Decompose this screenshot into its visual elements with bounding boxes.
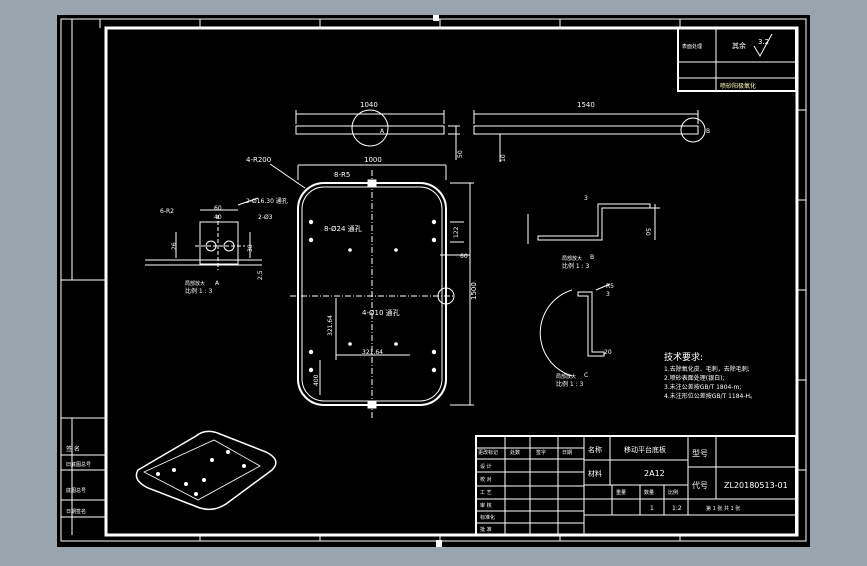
isometric-holes xyxy=(156,450,246,496)
corner-radius-leader xyxy=(269,163,306,189)
note-line-3: 3.未注公差按GB/T 1804-m; xyxy=(664,383,741,391)
detail-a-view xyxy=(145,197,262,270)
plate-dim-3216: 321.64 xyxy=(327,315,334,336)
tb-code-label: 代号 xyxy=(692,480,708,490)
roughness-value: 3.2 xyxy=(758,38,769,46)
detail-c-letter: C xyxy=(584,372,588,379)
tb-col-1: 数量 xyxy=(644,489,654,496)
side-strip-view xyxy=(473,110,706,162)
tb-name-value: 移动平台底板 xyxy=(624,445,666,454)
plate-width: 1000 xyxy=(364,156,382,164)
left-strip-label-2: 底图总号 xyxy=(66,487,86,494)
detail-a-label: 局部放大 xyxy=(185,280,205,287)
main-plate xyxy=(290,164,474,420)
tb-type-label: 型号 xyxy=(692,449,708,458)
plate-hole-spec2: 4-Ø10 通孔 xyxy=(362,308,400,317)
tb-material-label: 材料 xyxy=(588,469,602,478)
inner-border xyxy=(104,26,799,537)
surface-treatment-value: 喷砂阳极氧化 xyxy=(720,82,756,90)
detail-a-h25: 2.5 xyxy=(257,270,264,280)
top-scroll-marker[interactable] xyxy=(433,15,439,21)
detail-a-w40: 40 xyxy=(214,214,222,221)
plate-dim-122: 122 xyxy=(453,226,460,238)
detail-a-hole1: 2-Ø16.30 通孔 xyxy=(246,197,288,205)
plate-edge-radius: 8-R5 xyxy=(334,171,350,179)
left-strip-label-1: 旧底图总号 xyxy=(66,461,91,468)
detail-a-hole2: 2-Ø3 xyxy=(258,214,273,221)
top-right-box xyxy=(677,27,797,92)
plate-dim-400: 400 xyxy=(313,374,320,386)
detail-b-letter: B xyxy=(590,254,594,261)
detail-b-label: 局部放大 xyxy=(562,255,582,262)
section-b-label: B xyxy=(706,128,710,135)
tb-scale: 1:2 xyxy=(672,505,682,512)
plate-holes xyxy=(308,219,437,373)
tb-header-1: 处数 xyxy=(510,449,520,456)
tb-row-0: 设 计 xyxy=(480,463,492,470)
detail-c-r5: R5 xyxy=(606,283,614,290)
plate-height: 1500 xyxy=(470,282,478,300)
tb-row-2: 工 艺 xyxy=(480,490,492,496)
tb-header-0: 更改标记 xyxy=(478,449,498,456)
detail-a-w60: 60 xyxy=(214,205,222,212)
isometric-view xyxy=(135,430,277,511)
detail-c-scale: 比例 1 : 3 xyxy=(556,380,584,388)
tb-col-2: 比例 xyxy=(668,489,678,496)
tb-row-4: 标准化 xyxy=(480,514,495,521)
detail-a-letter: A xyxy=(215,280,220,287)
detail-b-h50: 50 xyxy=(644,228,651,236)
plate-corner-radius: 4-R200 xyxy=(246,156,271,164)
surface-treatment-label: 表面处理 xyxy=(682,43,702,50)
detail-a-r: 6-R2 xyxy=(160,208,174,215)
plate-hole-spec: 8-Ø24 通孔 xyxy=(324,224,362,233)
plate-dim-60: 60 xyxy=(460,253,468,260)
bottom-scroll-marker[interactable] xyxy=(436,540,442,547)
side-view-height: 10 xyxy=(500,154,507,162)
tb-col-0: 重量 xyxy=(616,489,626,496)
tb-material-value: 2A12 xyxy=(644,469,665,478)
notes-title: 技术要求: xyxy=(664,351,703,363)
border-ticks xyxy=(99,19,806,541)
section-a-label: A xyxy=(380,128,385,135)
tb-row-3: 审 核 xyxy=(480,502,492,509)
side-view-length: 1540 xyxy=(577,101,595,109)
note-line-1: 1.去除氧化皮、毛刺，去除毛刺; xyxy=(664,365,750,373)
tb-sheet: 第 1 张 共 1 张 xyxy=(706,505,740,512)
tb-code-value: ZL20180513-01 xyxy=(724,481,788,490)
note-line-2: 2.喷砂表面处理(银白); xyxy=(664,374,724,382)
left-strip-label-0: 签 名 xyxy=(66,445,80,453)
detail-b-view xyxy=(527,203,660,244)
detail-a-h3: 26 xyxy=(171,242,178,250)
tb-qty: 1 xyxy=(650,505,654,512)
title-block-frame xyxy=(475,435,797,536)
detail-b-scale: 比例 1 : 3 xyxy=(562,262,590,270)
top-view-length: 1040 xyxy=(360,101,378,109)
detail-a-h38: 38 xyxy=(247,244,254,252)
tb-header-2: 签字 xyxy=(536,449,546,456)
tb-row-1: 校 对 xyxy=(480,476,492,483)
roughness-symbol-icon xyxy=(753,33,773,58)
detail-c-w20: 20 xyxy=(604,349,612,356)
tb-header-3: 日期 xyxy=(562,450,572,456)
top-strip-view xyxy=(295,109,460,160)
left-strip-label-3: 日期签名 xyxy=(66,508,86,515)
top-view-height: 50 xyxy=(457,150,464,158)
detail-c-label: 局部放大 xyxy=(556,373,576,380)
sheet-background xyxy=(57,15,810,547)
roughness-label: 其余 xyxy=(732,41,746,50)
detail-c-view xyxy=(539,283,611,377)
detail-b-t3: 3 xyxy=(584,195,588,202)
detail-a-scale: 比例 1 : 3 xyxy=(185,287,213,295)
tb-name-label: 名称 xyxy=(588,445,602,454)
detail-c-t3: 3 xyxy=(606,291,610,298)
tb-row-5: 批 准 xyxy=(480,526,492,533)
left-strip xyxy=(61,19,106,535)
note-line-4: 4.未注形位公差按GB/T 1184-H。 xyxy=(664,392,756,400)
plate-dim-3216b: 321.64 xyxy=(362,349,383,356)
